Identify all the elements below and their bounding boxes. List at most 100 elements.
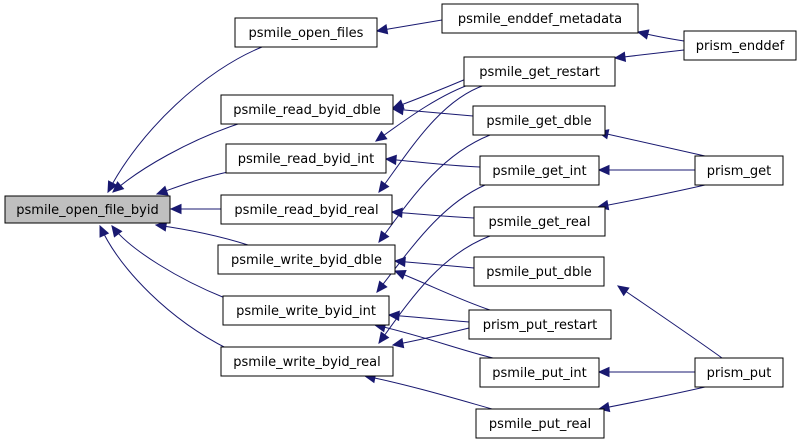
node-box [694, 357, 784, 388]
edge-prism_get-to-get_real [596, 184, 706, 211]
edge-prism_put-to-put_int [597, 366, 695, 378]
node-get_real[interactable]: psmile_get_real [473, 206, 606, 237]
edge-put_restart-to-write_dble [393, 270, 491, 311]
edge-line [394, 260, 475, 269]
edge-line [112, 123, 239, 193]
node-prism_put[interactable]: prism_put [694, 357, 784, 388]
arrowhead-icon [112, 181, 125, 193]
edge-read_dble-to-open_file_byid [112, 123, 239, 193]
node-get_int[interactable]: psmile_get_int [479, 155, 600, 186]
node-label: prism_put_restart [483, 318, 598, 333]
node-box [472, 105, 606, 136]
node-label: prism_get [707, 164, 772, 179]
edge-line [388, 314, 470, 323]
node-box [441, 3, 639, 34]
edge-get_restart-to-read_int [375, 82, 475, 142]
edge-line [597, 131, 706, 157]
edge-prism_enddef-to-get_restart [613, 49, 685, 62]
edge-line [376, 184, 486, 293]
edge-line [378, 235, 491, 344]
arrowhead-icon [613, 51, 627, 62]
edge-line [378, 134, 491, 243]
edge-line [364, 375, 493, 410]
edge-prism_put-to-put_dble [616, 285, 723, 359]
node-box [473, 206, 606, 237]
node-write_real[interactable]: psmile_write_byid_real [220, 346, 394, 377]
node-box [220, 194, 393, 225]
node-box [217, 244, 396, 275]
edge-line [155, 224, 249, 246]
node-enddef_metadata[interactable]: psmile_enddef_metadata [441, 3, 639, 34]
edge-get_dble-to-read_dble [391, 104, 474, 117]
node-open_file_byid[interactable]: psmile_open_file_byid [4, 195, 171, 224]
node-put_dble[interactable]: psmile_put_dble [473, 256, 605, 287]
node-label: psmile_get_real [489, 215, 591, 230]
node-prism_get[interactable]: prism_get [694, 155, 784, 186]
node-get_restart[interactable]: psmile_get_restart [463, 56, 616, 87]
edge-line [107, 46, 263, 193]
arrowhead-icon [387, 310, 400, 322]
node-label: psmile_open_files [249, 26, 364, 41]
edge-prism_get-to-get_dble [596, 129, 706, 157]
arrowhead-icon [378, 331, 390, 344]
edge-line [394, 270, 491, 311]
arrowhead-icon [390, 207, 403, 219]
edge-line [99, 225, 229, 350]
edge-open_files-to-open_file_byid [107, 46, 263, 194]
node-box [225, 143, 387, 174]
edge-read_int-to-open_file_byid [155, 171, 229, 196]
arrowhead-icon [378, 180, 390, 193]
edge-line [598, 386, 706, 410]
node-box [694, 155, 784, 186]
node-label: psmile_write_byid_int [236, 304, 376, 319]
node-read_real[interactable]: psmile_read_byid_real [220, 194, 393, 225]
arrowhead-icon [155, 185, 169, 196]
edge-get_int-to-read_int [384, 154, 481, 168]
arrowhead-icon [169, 203, 182, 215]
arrowhead-icon [393, 270, 407, 280]
edge-read_real-to-open_file_byid [169, 203, 221, 215]
node-put_real[interactable]: psmile_put_real [475, 408, 605, 439]
node-read_int[interactable]: psmile_read_byid_int [225, 143, 387, 174]
node-read_dble[interactable]: psmile_read_byid_dble [220, 94, 394, 125]
node-box [222, 295, 390, 326]
node-get_dble[interactable]: psmile_get_dble [472, 105, 606, 136]
node-label: psmile_open_file_byid [16, 203, 158, 218]
edge-put_dble-to-write_dble [393, 256, 475, 269]
node-write_int[interactable]: psmile_write_byid_int [222, 295, 390, 326]
node-label: psmile_get_int [492, 164, 586, 179]
arrowhead-icon [636, 29, 650, 40]
node-put_restart[interactable]: prism_put_restart [468, 309, 612, 340]
node-label: prism_put [707, 366, 772, 381]
node-label: psmile_read_byid_int [238, 152, 374, 167]
arrowhead-icon [616, 285, 630, 297]
arrowhead-icon [111, 225, 123, 238]
node-box [234, 17, 378, 48]
node-label: psmile_get_dble [486, 114, 591, 129]
node-box [463, 56, 616, 87]
arrowhead-icon [391, 104, 404, 116]
node-box [683, 30, 797, 61]
edge-line [597, 184, 706, 208]
edge-line [156, 171, 229, 195]
edge-line [111, 225, 226, 299]
node-put_int[interactable]: psmile_put_int [479, 357, 600, 388]
arrowhead-icon [375, 24, 389, 35]
node-write_dble[interactable]: psmile_write_byid_dble [217, 244, 396, 275]
edge-get_real-to-write_real [378, 235, 491, 344]
arrowhead-icon [378, 230, 390, 243]
arrowhead-icon [597, 366, 610, 378]
call-graph-nodes: psmile_open_file_byidpsmile_open_filesps… [4, 3, 797, 439]
arrowhead-icon [384, 154, 397, 166]
node-label: psmile_write_byid_real [233, 355, 381, 370]
edge-line [391, 211, 475, 219]
node-label: prism_enddef [696, 39, 785, 54]
node-box [468, 309, 612, 340]
node-label: psmile_enddef_metadata [458, 12, 622, 27]
edge-put_real-to-write_real [363, 372, 493, 410]
node-prism_enddef[interactable]: prism_enddef [683, 30, 797, 61]
arrowhead-icon [376, 280, 388, 293]
node-open_files[interactable]: psmile_open_files [234, 17, 378, 48]
edge-get_dble-to-write_dble [378, 134, 491, 243]
